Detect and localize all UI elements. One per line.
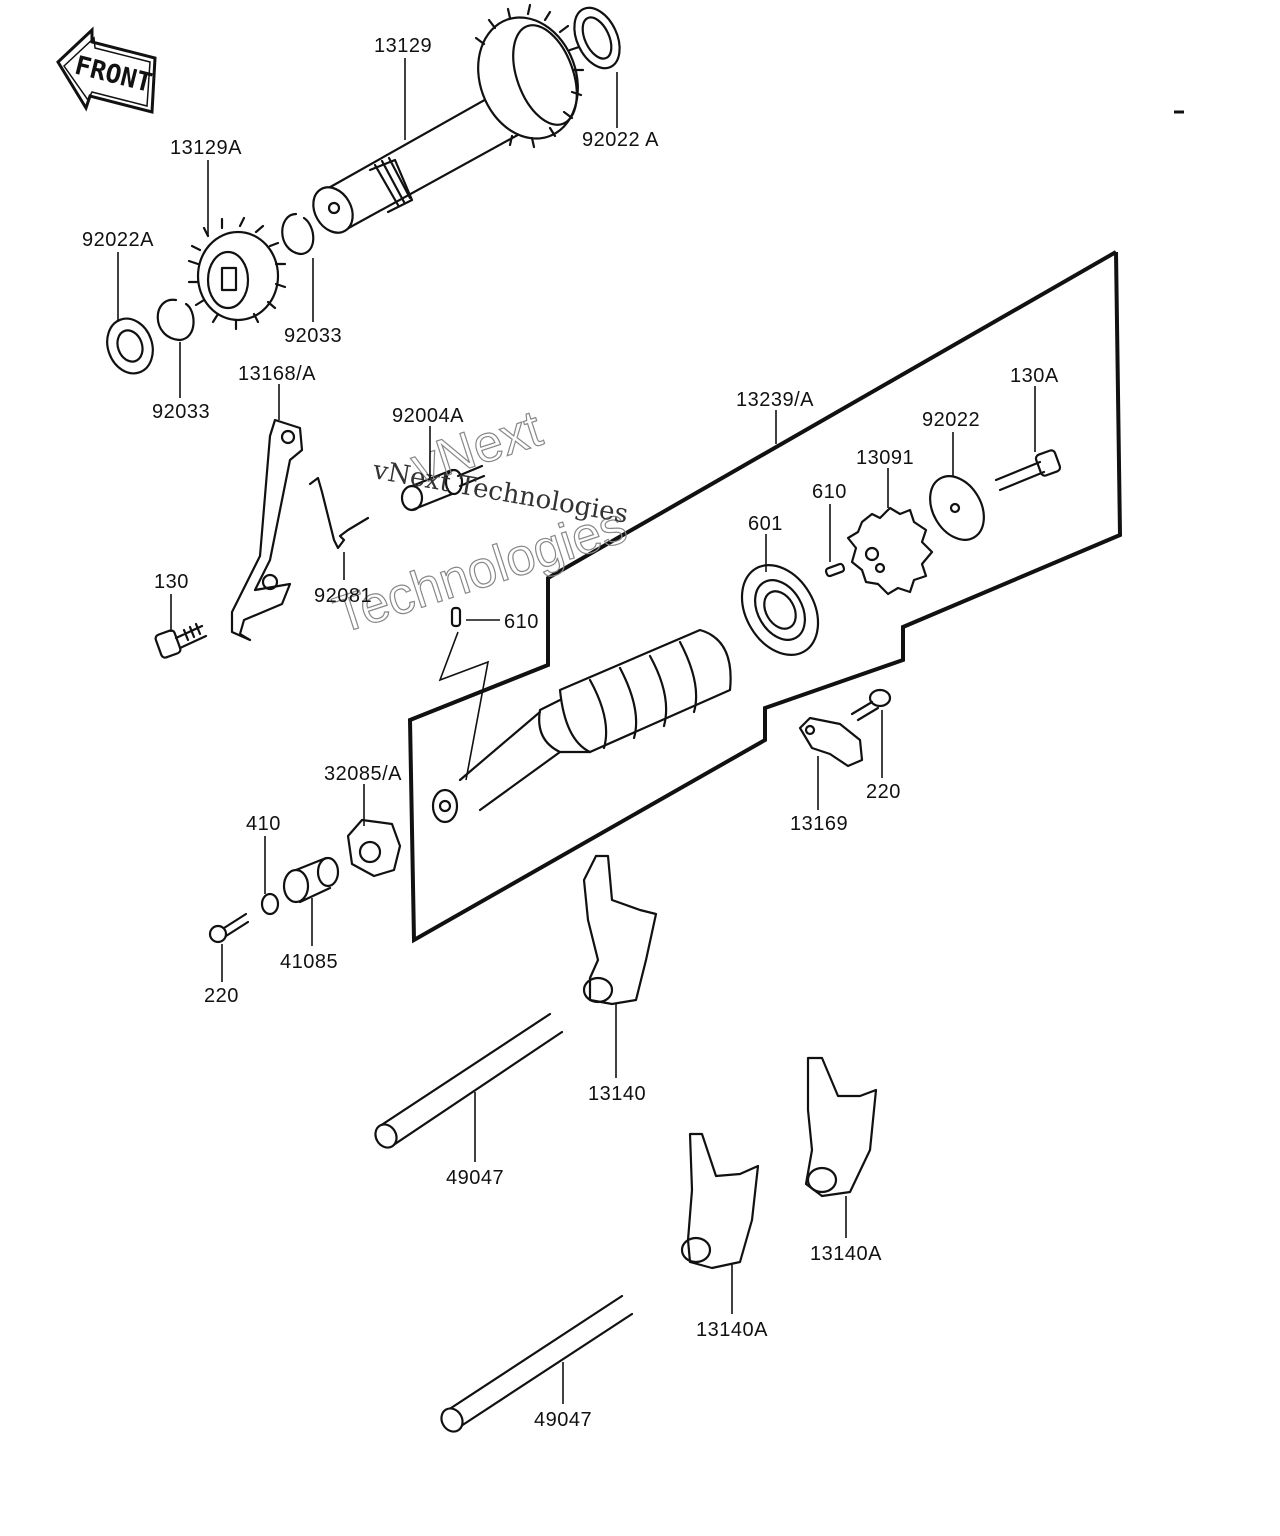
plate-hole (804, 724, 816, 736)
label-130A: 130A (1010, 365, 1059, 387)
label-32085A: 32085/A (324, 763, 402, 785)
label-601: 601 (748, 513, 783, 535)
label-13140A-right: 13140A (810, 1243, 882, 1265)
washer-92022A-top (573, 6, 621, 70)
label-13091: 13091 (856, 447, 914, 469)
lever-hole-top (280, 429, 296, 445)
washer-410 (260, 892, 280, 916)
shift-drum (431, 628, 732, 824)
label-13169: 13169 (790, 813, 848, 835)
collar-92004A (400, 464, 486, 512)
watermark: vNext Technologies vNext Technologies (326, 399, 634, 646)
leader-lines (117, 58, 1036, 1404)
washer-92022A-left (106, 317, 154, 375)
label-610-top: 610 (812, 481, 847, 503)
label-92033-right: 92033 (284, 325, 342, 347)
sleeve-41085 (282, 856, 340, 904)
label-610-left: 610 (504, 611, 539, 633)
label-13168A: 13168/A (238, 363, 316, 385)
label-220-right: 220 (866, 781, 901, 803)
circlip-92033-right (281, 212, 315, 256)
fork-13140A-right (804, 1056, 878, 1198)
front-arrow-icon: FRONT (56, 26, 157, 114)
pin-610-left (450, 606, 462, 628)
label-41085: 41085 (280, 951, 338, 973)
circlip-92033-left (156, 298, 195, 342)
label-130: 130 (154, 571, 189, 593)
plate-13169 (798, 716, 864, 768)
bearing-601 (740, 563, 820, 657)
label-92033-left: 92033 (152, 401, 210, 423)
part-labels: 13129 92022 A 13129A 92022A 92033 92033 … (82, 35, 1059, 1431)
label-49047-top: 49047 (446, 1167, 504, 1189)
label-220-left: 220 (204, 985, 239, 1007)
label-92004A: 92004A (392, 405, 464, 427)
label-92022A-left: 92022A (82, 229, 154, 251)
rod-49047-top (374, 1012, 564, 1149)
label-13239A: 13239/A (736, 389, 814, 411)
assembly-frame (407, 250, 1123, 944)
pin-610-top (824, 562, 846, 578)
label-92081: 92081 (314, 585, 372, 607)
lever-hole-bottom (261, 573, 279, 591)
label-410: 410 (246, 813, 281, 835)
label-49047-bottom: 49047 (534, 1409, 592, 1431)
bolt-130 (154, 622, 208, 659)
lever-13168A (230, 418, 304, 642)
fork-13140 (582, 854, 658, 1006)
label-13140A-left: 13140A (696, 1319, 768, 1341)
screw-220-left (208, 912, 250, 944)
shaft-13129 (312, 3, 585, 234)
fork-13140A-left (680, 1132, 760, 1270)
screw-220-right (850, 688, 892, 722)
bolt-130A (994, 449, 1062, 492)
gear-13129A (187, 216, 287, 331)
rod-49047-bottom (440, 1294, 634, 1433)
label-92022A-top: 92022 A (582, 129, 659, 151)
label-92022: 92022 (922, 409, 980, 431)
washer-92022 (929, 475, 985, 541)
label-13140: 13140 (588, 1083, 646, 1105)
spring-92081 (308, 476, 370, 550)
cam-32085A (346, 818, 402, 878)
pin-610-path (438, 631, 490, 781)
label-13129: 13129 (374, 35, 432, 57)
star-plate-13091 (846, 506, 934, 596)
label-13129A: 13129A (170, 137, 242, 159)
